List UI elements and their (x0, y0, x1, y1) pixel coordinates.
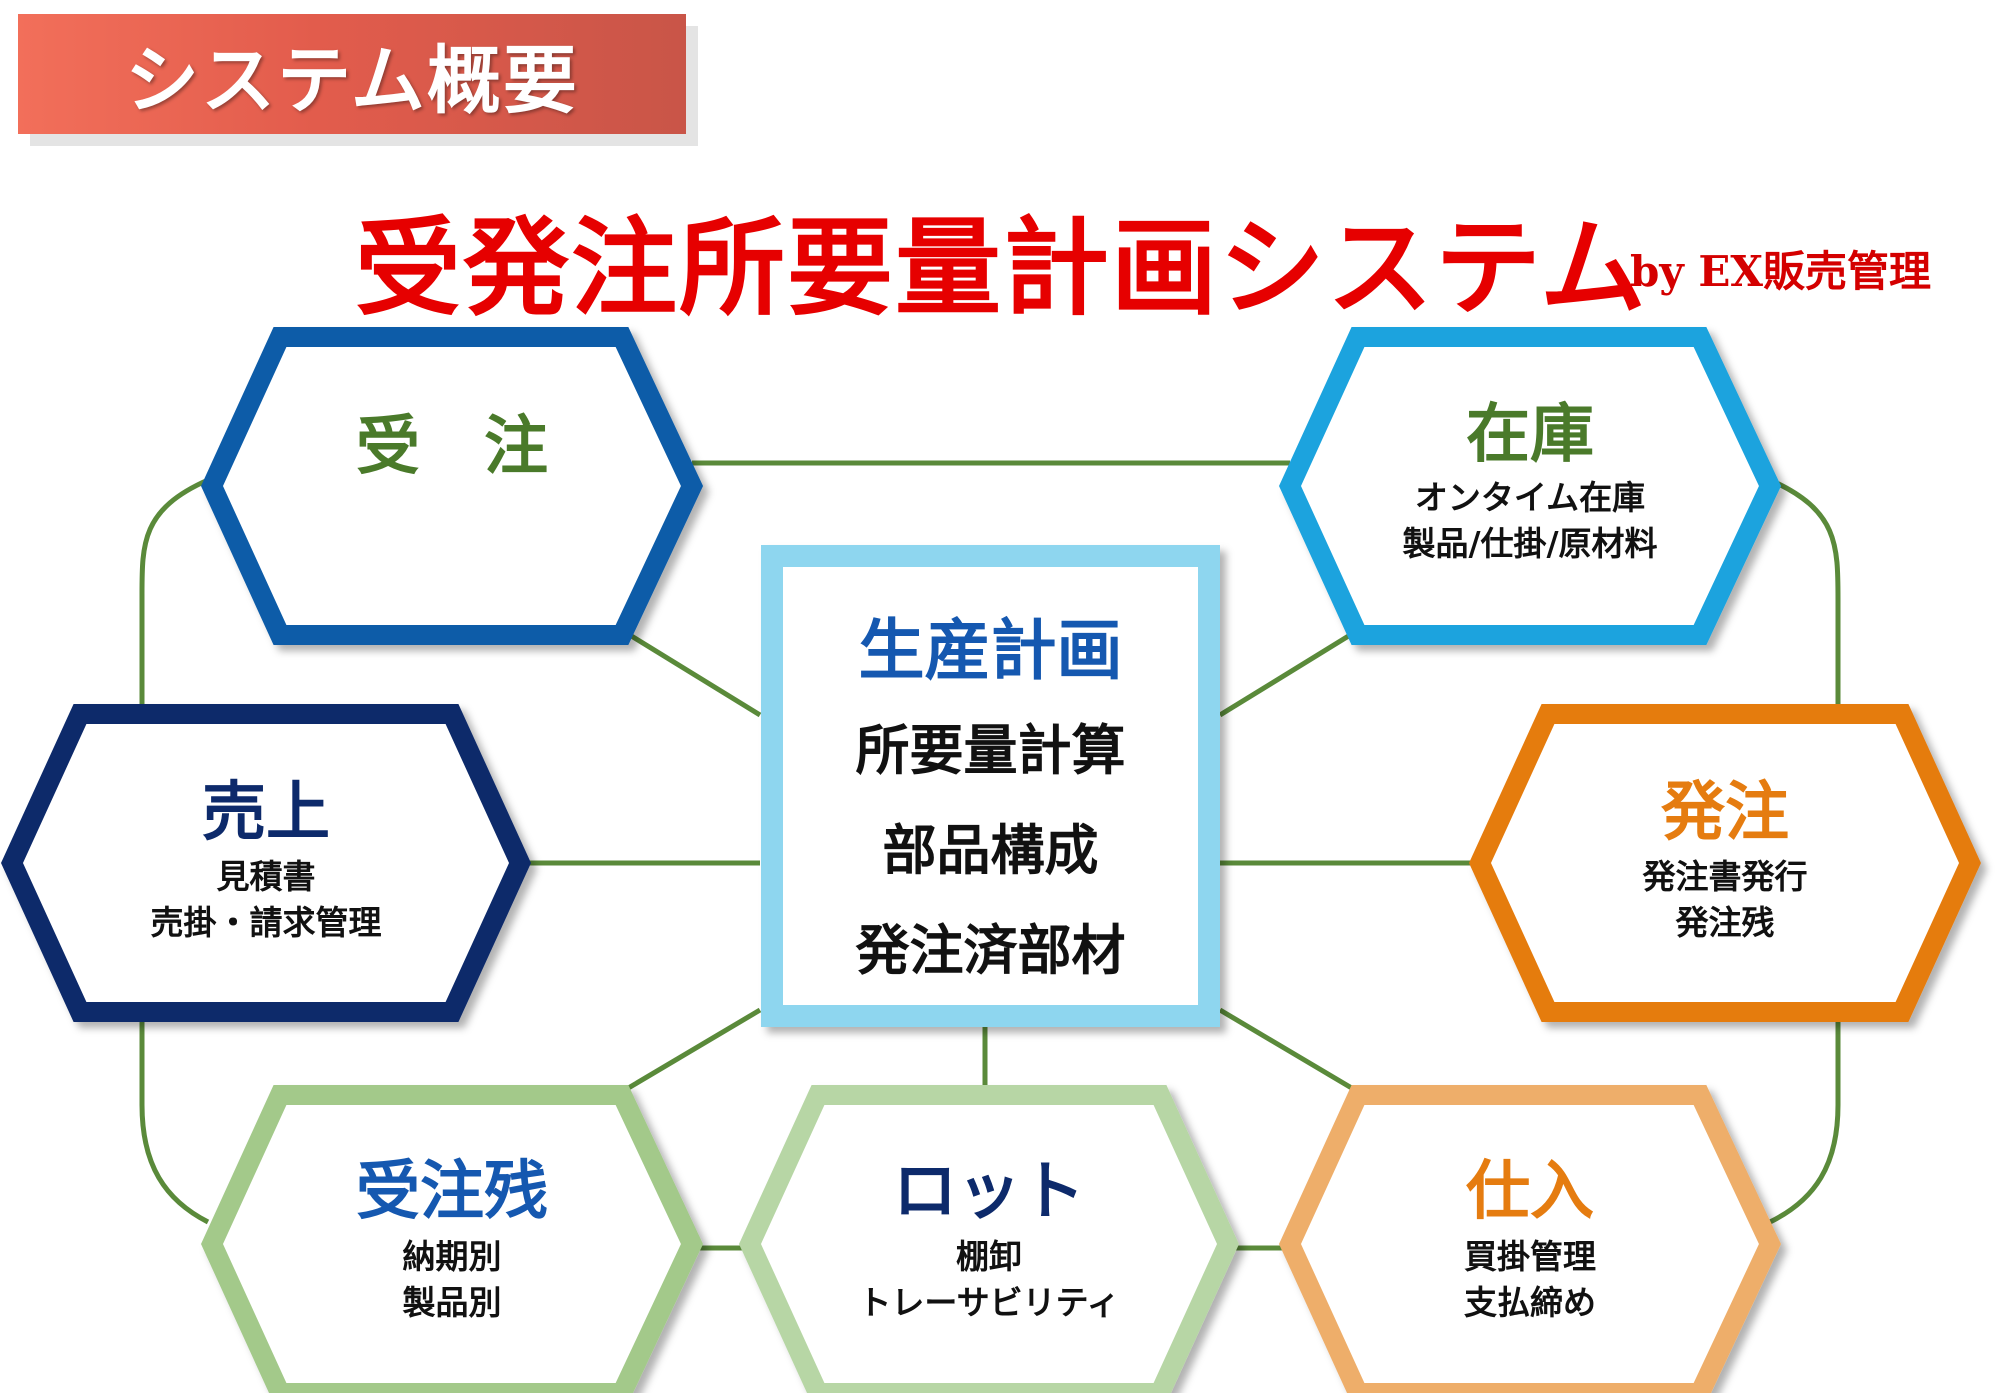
hexagon-lot (739, 1085, 1239, 1393)
node-purchase-order-title: 発注 (1661, 775, 1789, 850)
connector-right-loop-bottom (1768, 1010, 1841, 1225)
node-order-title: 受 注 (356, 409, 548, 484)
node-backorder-line-2: 製品別 (402, 1283, 502, 1322)
node-sales-line-1: 見積書 (216, 857, 316, 896)
node-stock-title: 在庫 (1466, 397, 1594, 472)
node-purchase: 仕入 買掛管理 支払締め (1290, 1150, 1770, 1326)
node-lot: ロット 棚卸 トレーサビリティ (750, 1150, 1228, 1326)
hexagon-sales (1, 704, 531, 1022)
node-sales-line-2: 売掛・請求管理 (150, 903, 382, 942)
node-purchase-order-line-1: 発注書発行 (1642, 857, 1808, 896)
node-purchase-line-2: 支払締め (1464, 1283, 1596, 1322)
node-sales-title: 売上 (202, 775, 330, 850)
node-backorder-title: 受注残 (356, 1154, 548, 1229)
hexagon-stock (1279, 327, 1782, 645)
connector-left-loop (139, 477, 210, 710)
connector-stock-center (1218, 629, 1357, 718)
node-stock-line-2: 製品/仕掛/原材料 (1402, 524, 1658, 563)
node-lot-title: ロット (893, 1154, 1085, 1229)
node-order: 受 注 (212, 395, 692, 487)
node-sales: 売上 見積書 売掛・請求管理 (12, 772, 520, 946)
node-backorder: 受注残 納期別 製品別 (212, 1150, 692, 1326)
hexagon-purchase (1279, 1085, 1782, 1393)
connector-center-purchase (1218, 1007, 1357, 1093)
node-lot-line-2: トレーサビリティ (858, 1283, 1120, 1322)
node-backorder-line-1: 納期別 (402, 1237, 502, 1276)
node-stock-line-1: オンタイム在庫 (1414, 478, 1646, 517)
center-line-2: 部品構成 (882, 818, 1099, 882)
connector-right-loop (1768, 477, 1841, 710)
hexagon-order (201, 327, 704, 645)
node-purchase-line-1: 買掛管理 (1464, 1237, 1596, 1276)
center-title: 生産計画 (858, 611, 1123, 689)
hexagon-purchase-order (1469, 704, 1981, 1022)
node-purchase-order: 発注 発注書発行 発注残 (1480, 772, 1970, 946)
node-purchase-title: 仕入 (1466, 1154, 1594, 1229)
main-title: 受発注所要量計画システム (355, 205, 1648, 330)
center-line-1: 所要量計算 (855, 718, 1126, 782)
connector-order-center (623, 629, 762, 718)
header-banner-label: システム概要 (125, 37, 579, 124)
node-purchase-order-line-2: 発注残 (1675, 903, 1775, 942)
connector-center-backorder (623, 1007, 762, 1093)
by-line: by EX販売管理 (1630, 247, 1931, 296)
header-banner: システム概要 (18, 14, 686, 134)
node-lot-line-1: 棚卸 (956, 1237, 1022, 1276)
hexagon-backorder (201, 1085, 704, 1393)
center-box (761, 545, 1220, 1027)
center-node: 生産計画 所要量計算 部品構成 発注済部材 (772, 600, 1209, 1000)
connector-left-loop-bottom (139, 1010, 210, 1225)
node-stock: 在庫 オンタイム在庫 製品/仕掛/原材料 (1290, 395, 1770, 567)
connector-lines (139, 460, 1841, 1251)
center-line-3: 発注済部材 (855, 918, 1126, 982)
